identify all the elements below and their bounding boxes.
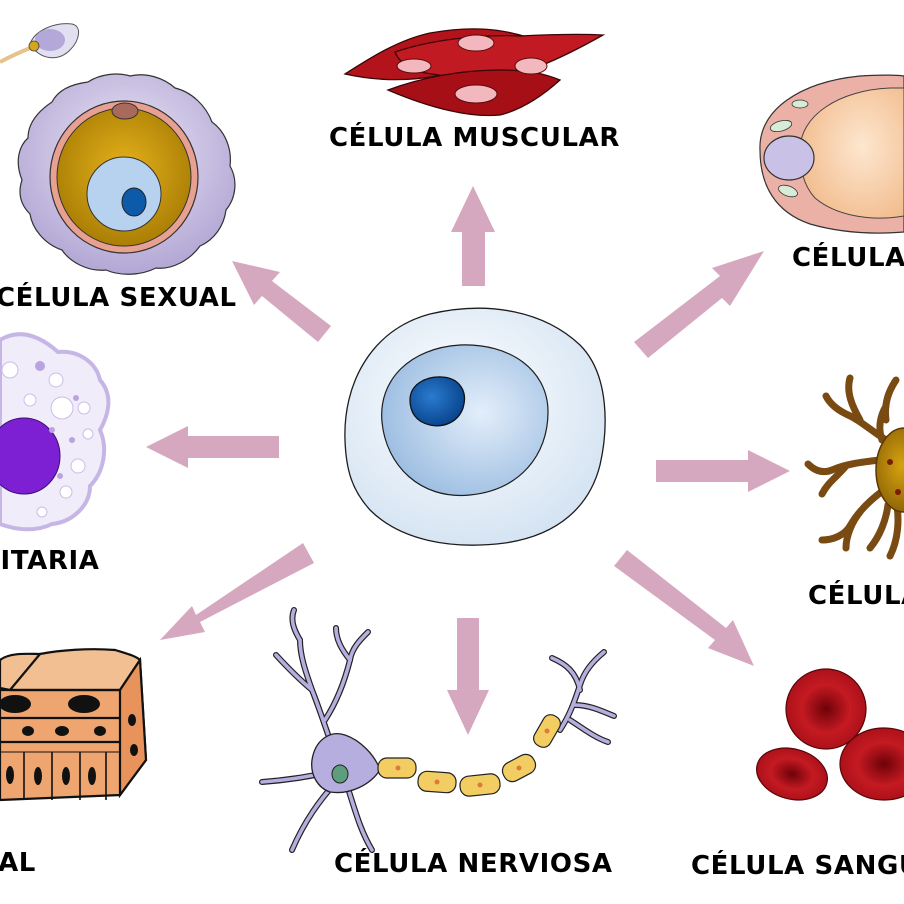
arrow-down-left: [160, 543, 314, 640]
label-blood-cell: CÉLULA SANGU: [691, 851, 904, 881]
arrows: [146, 186, 790, 735]
label-muscle-cell: CÉLULA MUSCULAR: [329, 123, 620, 153]
neuron: [259, 607, 617, 853]
arrow-up: [451, 186, 495, 286]
arrow-up-left: [232, 261, 331, 342]
label-immune-cell: MUNITARIA: [0, 546, 100, 576]
ovum-cell: [17, 73, 236, 275]
arrow-up-right: [634, 251, 764, 358]
fat-cell: [759, 74, 904, 234]
epithelial-cells: [0, 648, 148, 802]
stem-cell: [344, 307, 606, 546]
arrow-down: [447, 618, 489, 735]
label-fat-cell: CÉLULA: [792, 243, 904, 273]
sperm-cell: [0, 23, 79, 64]
arrow-right: [656, 450, 790, 492]
red-blood-cells: [756, 668, 904, 801]
arrow-left: [146, 426, 279, 468]
immune-cell: [0, 332, 111, 532]
label-epithelial-cell: PITELIAL: [0, 848, 36, 878]
bone-cell-body: [875, 427, 904, 513]
label-nerve-cell: CÉLULA NERVIOSA: [334, 849, 613, 879]
muscle-cells: [343, 28, 606, 117]
arrow-down-right: [614, 550, 754, 666]
label-bone-cell: CÉLULA: [808, 581, 904, 611]
label-sex-cell: CÉLULA SEXUAL: [0, 283, 237, 313]
